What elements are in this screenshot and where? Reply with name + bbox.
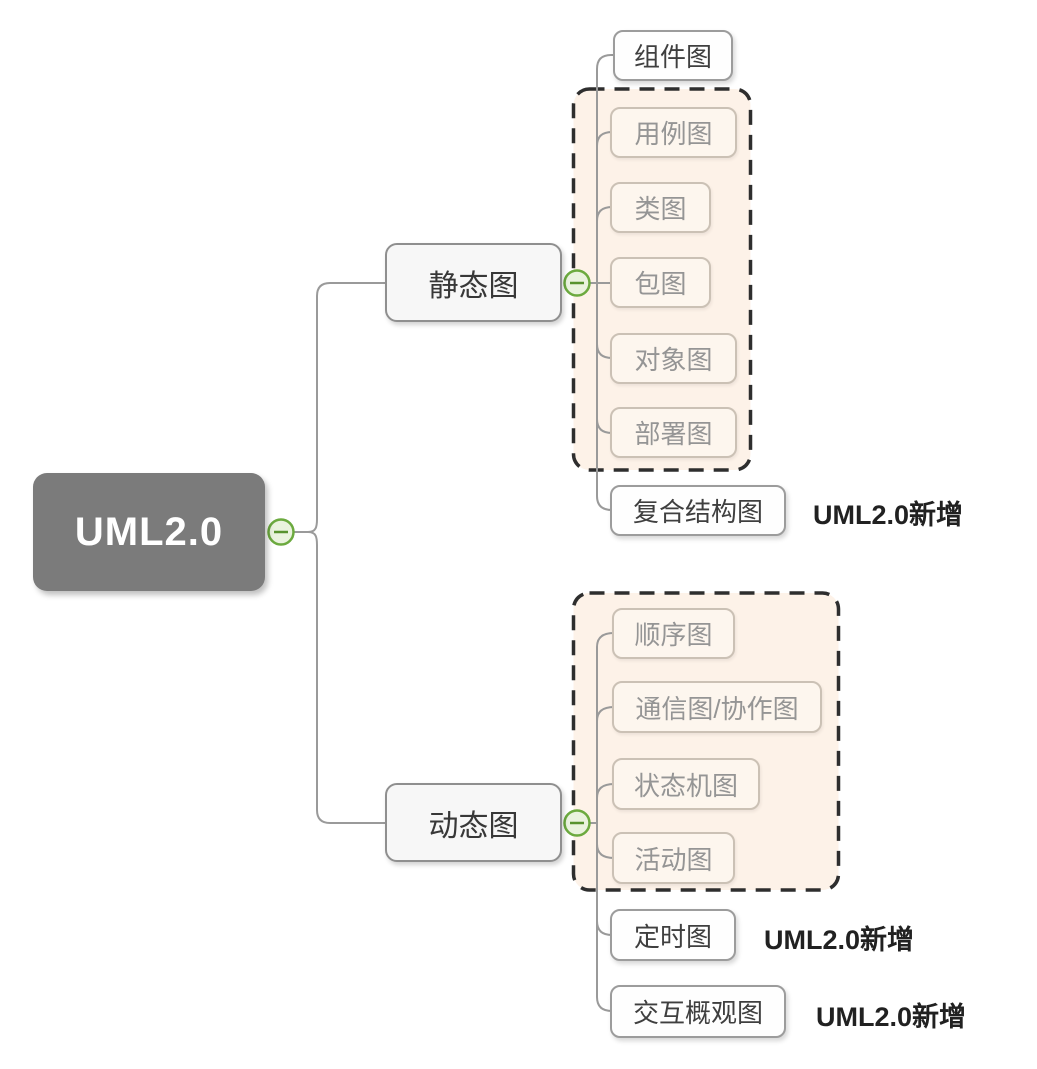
node-sequence-diagram[interactable]: 顺序图 [612, 608, 735, 659]
node-composite-structure-diagram[interactable]: 复合结构图 [610, 485, 786, 536]
collapse-toggle-static[interactable] [563, 269, 591, 297]
branch-node-dynamic-diagrams[interactable]: 动态图 [385, 783, 562, 862]
node-package-diagram[interactable]: 包图 [610, 257, 711, 308]
node-communication-collaboration-diagram[interactable]: 通信图/协作图 [612, 681, 822, 733]
node-deployment-diagram[interactable]: 部署图 [610, 407, 737, 458]
node-timing-diagram[interactable]: 定时图 [610, 909, 736, 961]
connector-lines [294, 54, 615, 1012]
branch-node-static-diagrams[interactable]: 静态图 [385, 243, 562, 322]
collapse-toggle-dynamic[interactable] [563, 809, 591, 837]
node-activity-diagram[interactable]: 活动图 [612, 832, 735, 884]
node-state-machine-diagram[interactable]: 状态机图 [612, 758, 760, 810]
annotation-interaction-overview-new-in-uml20: UML2.0新增 [816, 1002, 967, 1032]
node-component-diagram[interactable]: 组件图 [613, 30, 733, 81]
node-interaction-overview-diagram[interactable]: 交互概观图 [610, 985, 786, 1038]
root-node-uml20[interactable]: UML2.0 [33, 473, 265, 591]
node-object-diagram[interactable]: 对象图 [610, 333, 737, 384]
node-class-diagram[interactable]: 类图 [610, 182, 711, 233]
node-usecase-diagram[interactable]: 用例图 [610, 107, 737, 158]
dynamic-group-frame [571, 591, 841, 892]
annotation-timing-new-in-uml20: UML2.0新增 [764, 925, 915, 955]
collapse-toggle-root[interactable] [267, 518, 295, 546]
annotation-composite-new-in-uml20: UML2.0新增 [813, 500, 964, 530]
